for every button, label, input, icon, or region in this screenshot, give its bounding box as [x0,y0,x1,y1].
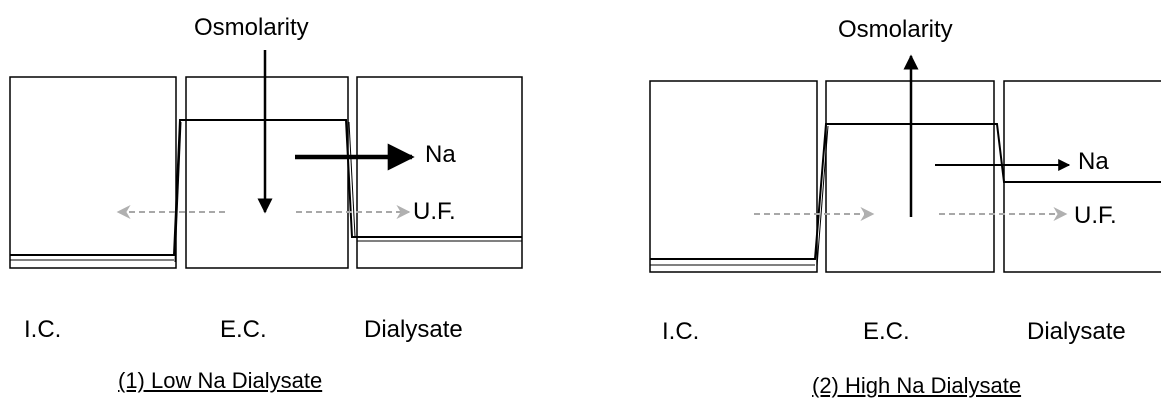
panel1-diagram [9,76,523,269]
panel1-osmolarity-label: Osmolarity [194,14,309,41]
panel2-ic-box [649,80,818,273]
panel1-ec-label: E.C. [220,316,267,343]
panel2-level-line [650,123,1161,260]
panel1-level-line [10,119,522,256]
panel1-dialysate-label: Dialysate [364,316,463,343]
panel2-osmolarity-label: Osmolarity [838,16,953,43]
panel1-ic-label: I.C. [24,316,62,343]
panel2-dialysate-label: Dialysate [1027,318,1126,345]
panel1-uf-label: U.F. [413,198,456,225]
panel2-ec-label: E.C. [863,318,910,345]
panel1-level-line-inner [174,121,182,263]
panel2-ic-label: I.C. [662,318,700,345]
panel1-na-label: Na [425,141,456,168]
panel1-caption: (1) Low Na Dialysate [118,368,323,393]
panel1-dialysate-box [356,76,523,269]
panel2-level-line-inner [816,125,829,267]
panel2-diagram [649,80,1161,273]
panel1-level-line-inner-right [348,121,356,237]
panel2-caption: (2) High Na Dialysate [812,373,1022,398]
panel1-ec-box [185,76,349,269]
panel2-dialysate-box [1003,80,1161,273]
panel2-uf-label: U.F. [1074,202,1117,229]
panel2-na-label: Na [1078,148,1109,175]
panel1-ic-box [9,76,177,269]
